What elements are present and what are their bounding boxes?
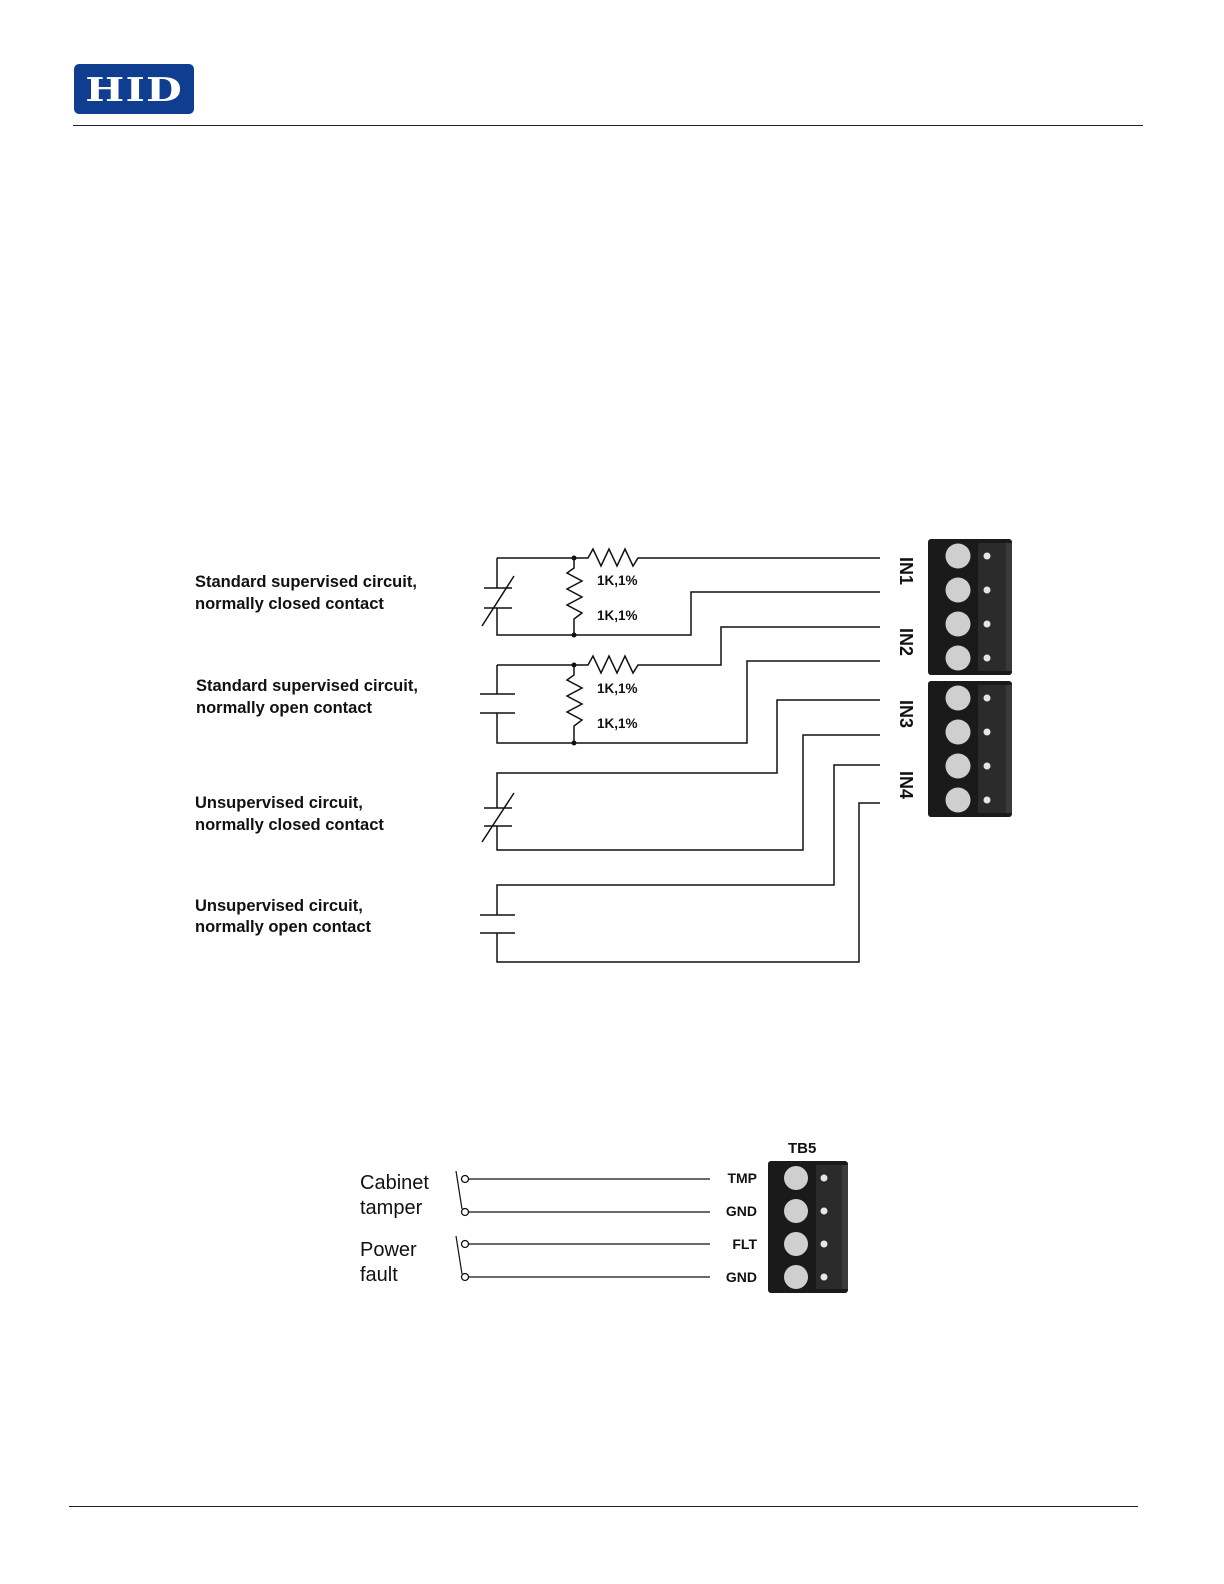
- terminal-label-flt: FLT: [732, 1236, 757, 1252]
- switch-label-line1: Power: [360, 1239, 417, 1261]
- junction-dot: [572, 741, 577, 746]
- wire: [497, 661, 880, 743]
- terminal-label-tmp: TMP: [727, 1170, 757, 1186]
- terminal-label-gnd: GND: [726, 1203, 757, 1219]
- resistor-label: 1K,1%: [597, 681, 638, 696]
- terminal-label-gnd: GND: [726, 1269, 757, 1285]
- terminal-block-tb5: [768, 1161, 848, 1293]
- input-label-in4: IN4: [896, 771, 916, 799]
- parallel-resistor: [567, 558, 582, 635]
- circuit-label-line1: Unsupervised circuit,: [195, 897, 363, 915]
- series-resistor: [574, 549, 880, 566]
- input-circuit-diagram: Standard supervised circuit, normally cl…: [195, 539, 1012, 962]
- input-label-in3: IN3: [896, 700, 916, 728]
- circuit-label-line2: normally open contact: [195, 918, 372, 936]
- switch-label-line2: tamper: [360, 1197, 423, 1219]
- no-contact-symbol: [480, 915, 515, 933]
- junction-dot: [572, 663, 577, 668]
- no-contact-symbol: [480, 694, 515, 713]
- circuit-label-line2: normally closed contact: [195, 595, 384, 613]
- resistor-label: 1K,1%: [597, 573, 638, 588]
- junction-dot: [572, 633, 577, 638]
- circuit-unsupervised-nc: Unsupervised circuit, normally closed co…: [195, 700, 880, 850]
- circuit-label-line1: Standard supervised circuit,: [195, 573, 417, 591]
- wire: [497, 558, 880, 635]
- resistor-label: 1K,1%: [597, 608, 638, 623]
- input-label-in1: IN1: [896, 557, 916, 585]
- wire: [497, 765, 880, 915]
- wire: [497, 700, 880, 808]
- power-fault-switch: [456, 1236, 710, 1281]
- nc-contact-symbol: [482, 793, 514, 842]
- parallel-resistor: [567, 665, 582, 743]
- circuit-supervised-nc: Standard supervised circuit, normally cl…: [195, 549, 880, 638]
- terminal-block-title: TB5: [788, 1140, 816, 1157]
- footer-rule: [69, 1506, 1138, 1507]
- switch-label-line2: fault: [360, 1264, 398, 1286]
- wire: [497, 803, 880, 962]
- terminal-block-lower: [928, 681, 1012, 817]
- terminal-block-upper: [928, 539, 1012, 675]
- input-label-in2: IN2: [896, 628, 916, 656]
- circuit-label-line1: Unsupervised circuit,: [195, 794, 363, 812]
- junction-dot: [572, 556, 577, 561]
- nc-contact-symbol: [482, 576, 514, 626]
- tamper-switch: [456, 1171, 710, 1216]
- series-resistor: [574, 627, 880, 673]
- tamper-fault-diagram: TB5 Cabinet tamper Power fault TMP GND F…: [360, 1140, 848, 1293]
- circuit-label-line2: normally closed contact: [195, 816, 384, 834]
- circuit-label-line2: normally open contact: [196, 699, 373, 717]
- circuit-label-line1: Standard supervised circuit,: [196, 677, 418, 695]
- wire: [497, 735, 880, 850]
- switch-label-line1: Cabinet: [360, 1172, 429, 1194]
- resistor-label: 1K,1%: [597, 716, 638, 731]
